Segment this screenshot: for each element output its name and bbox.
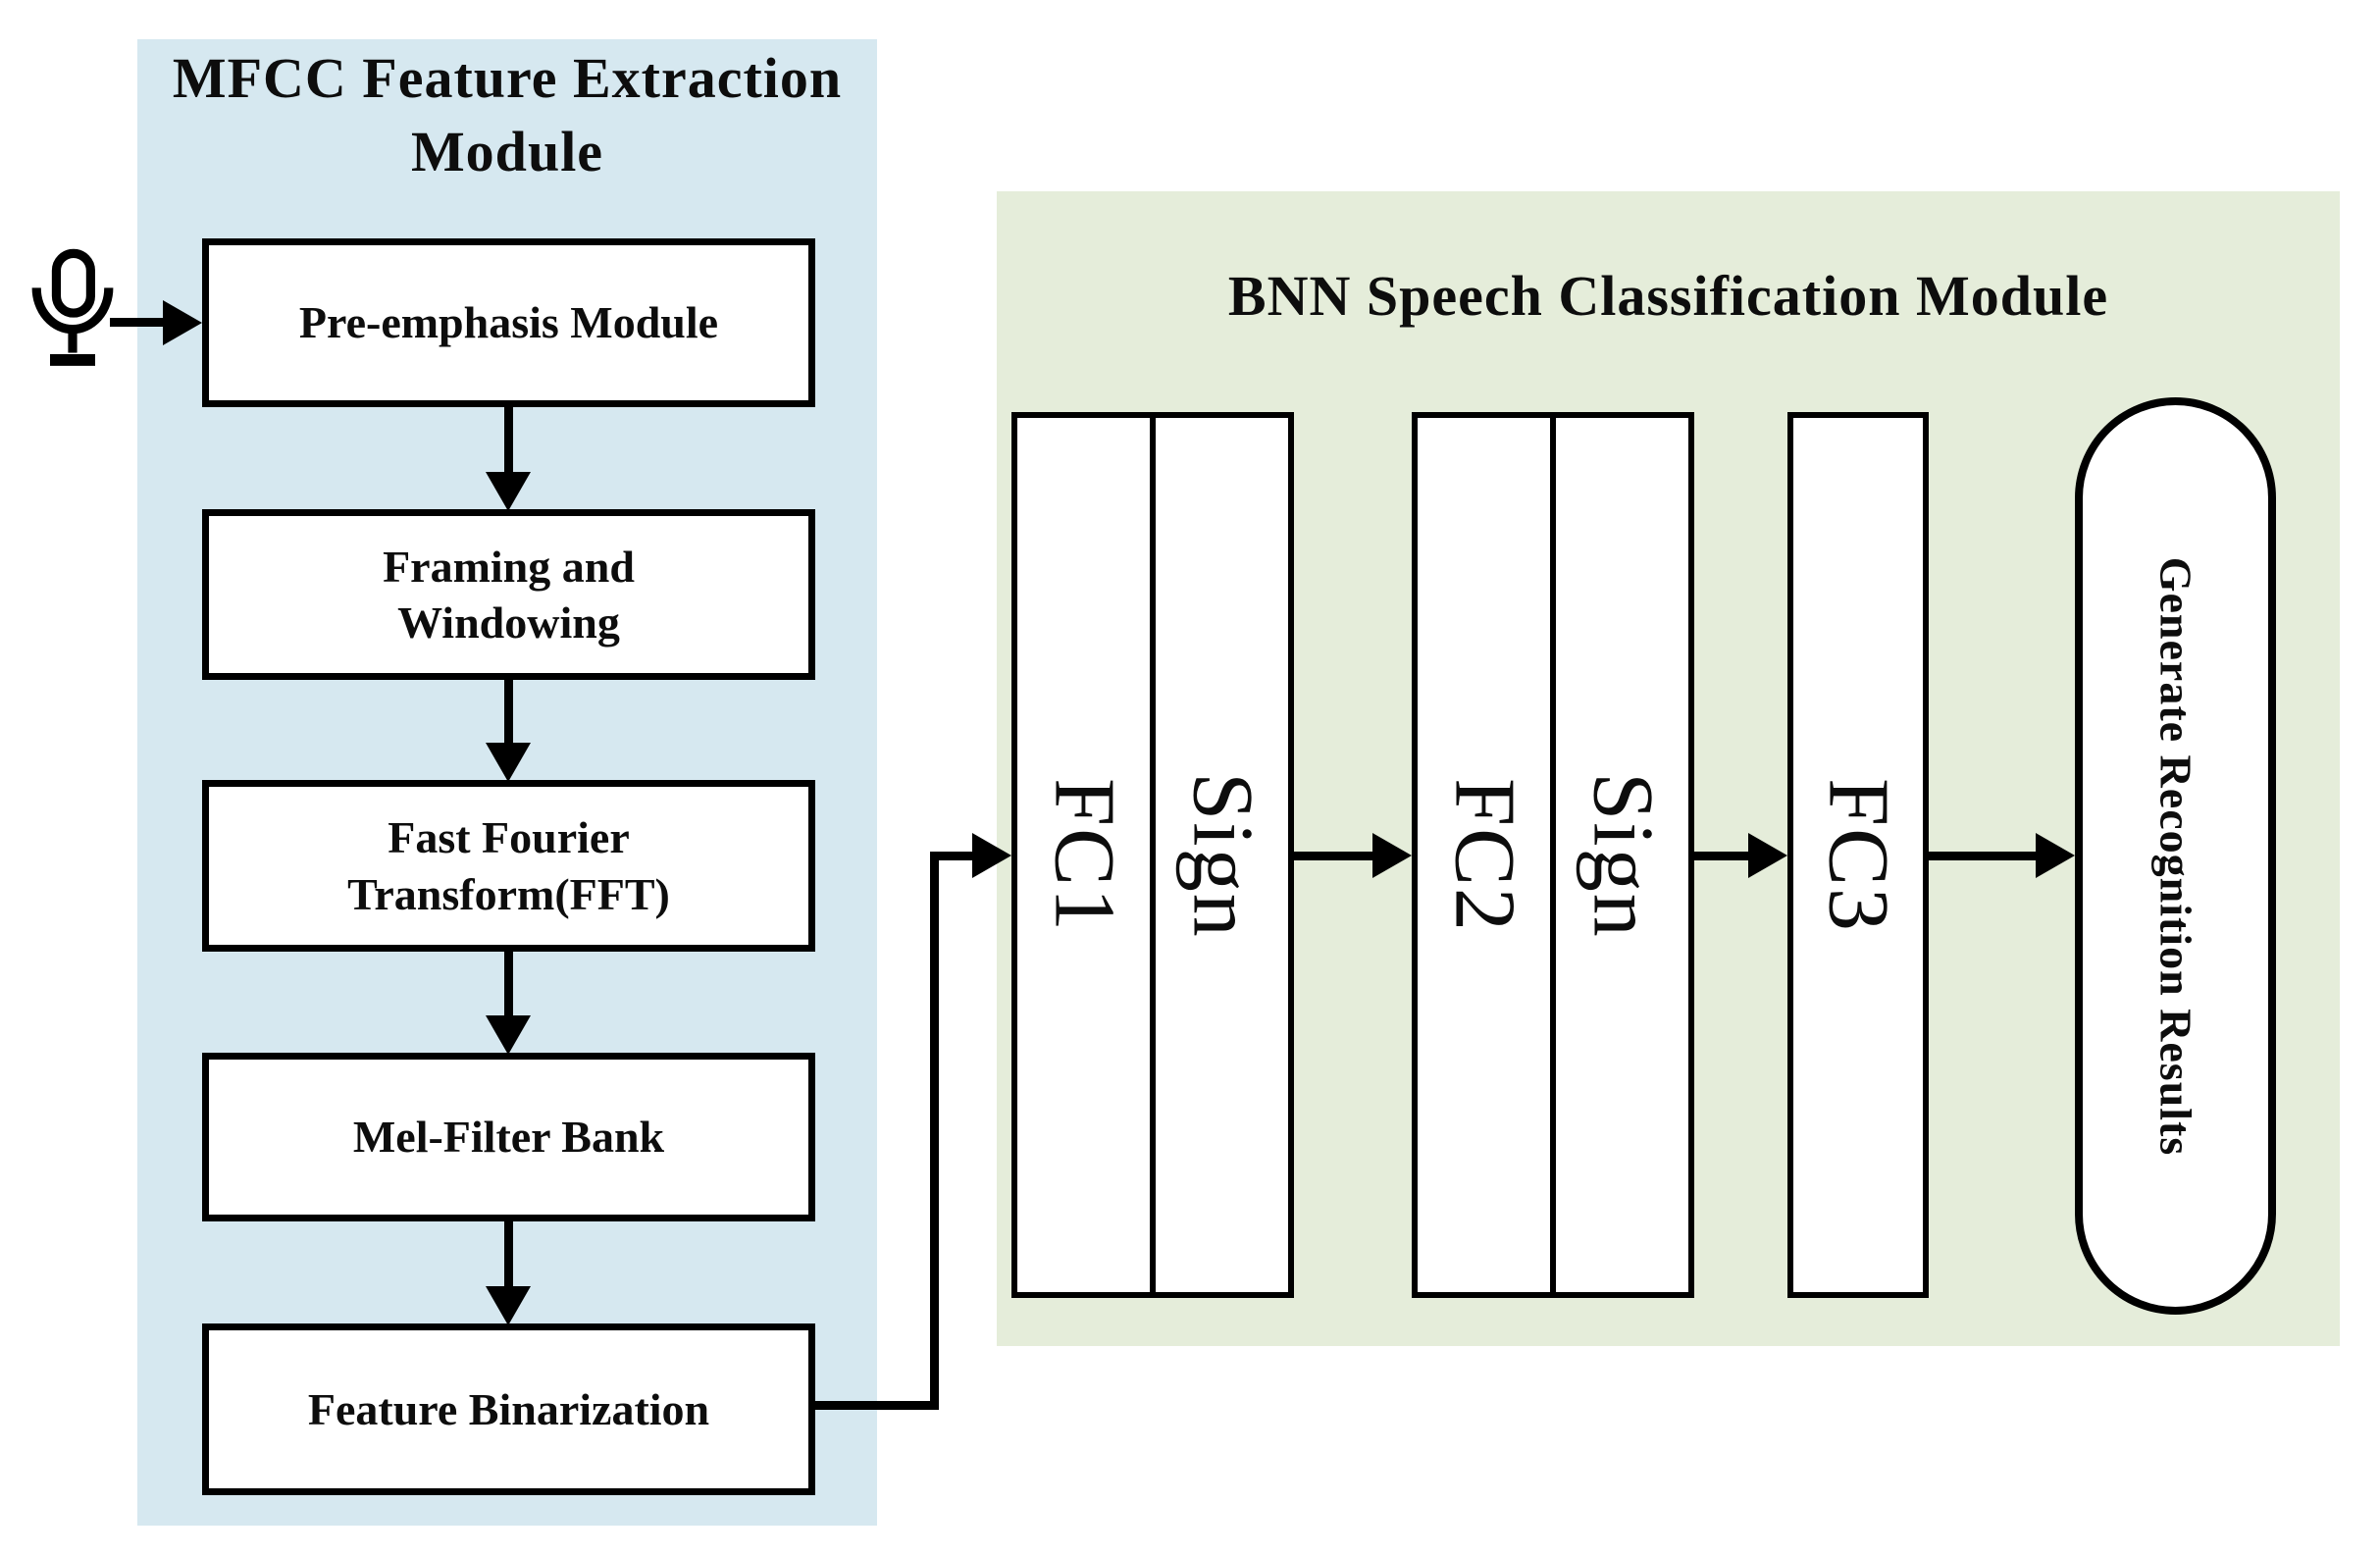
flow-arrow-4-head [486,1286,531,1325]
layer-sign-1: Sign [1150,418,1288,1292]
layer-fc3-cell: FC3 [1793,418,1923,1292]
flow-arrow-2-shaft [504,680,513,747]
layer-arrow-2-shaft [1694,852,1752,860]
binarization-to-fc1-connector-h1 [815,1401,939,1410]
flow-box-framing-windowing: Framing and Windowing [202,509,815,680]
binarization-to-fc1-arrow-head [972,833,1011,878]
output-arrow-head [2036,833,2075,878]
layer-arrow-2-head [1748,833,1787,878]
microphone-icon [31,248,114,366]
flow-box-fft: Fast Fourier Transform(FFT) [202,780,815,952]
layer-arrow-1-shaft [1294,852,1376,860]
layer-sign-1-label: Sign [1174,771,1269,939]
layer-fc3: FC3 [1787,412,1929,1298]
flow-box-feature-binarization: Feature Binarization [202,1323,815,1495]
flow-box-mel-filter-bank: Mel-Filter Bank [202,1053,815,1221]
layer-sign-2-label: Sign [1575,771,1670,939]
layer-fc1-label: FC1 [1036,777,1131,933]
flow-arrow-4-shaft [504,1221,513,1290]
layer-pair-fc2-sign: FC2 Sign [1412,412,1694,1298]
layer-fc1: FC1 [1017,418,1150,1292]
layer-sign-2: Sign [1550,418,1688,1292]
binarization-to-fc1-connector-h2 [930,852,974,860]
mic-input-arrow-shaft [110,318,167,327]
output-arrow-shaft [1929,852,2040,860]
layer-pair-fc1-sign: FC1 Sign [1011,412,1294,1298]
mic-input-arrow-head [163,300,202,345]
flow-arrow-3-head [486,1015,531,1055]
output-generate-results-label: Generate Recognition Results [2150,556,2200,1156]
layer-fc2-label: FC2 [1436,777,1531,933]
layer-fc3-label: FC3 [1810,777,1906,933]
flow-arrow-2-head [486,743,531,782]
flow-arrow-3-shaft [504,952,513,1019]
mfcc-module-title: MFCC Feature Extraction Module [172,46,843,184]
flow-box-pre-emphasis: Pre-emphasis Module [202,238,815,407]
output-generate-results: Generate Recognition Results [2075,397,2276,1315]
layer-fc2: FC2 [1418,418,1550,1292]
flow-arrow-1-shaft [504,407,513,476]
binarization-to-fc1-connector-v [930,852,939,1410]
flow-arrow-1-head [486,472,531,511]
layer-arrow-1-head [1372,833,1412,878]
bnn-module-title: BNN Speech Classification Module [1227,264,2109,328]
